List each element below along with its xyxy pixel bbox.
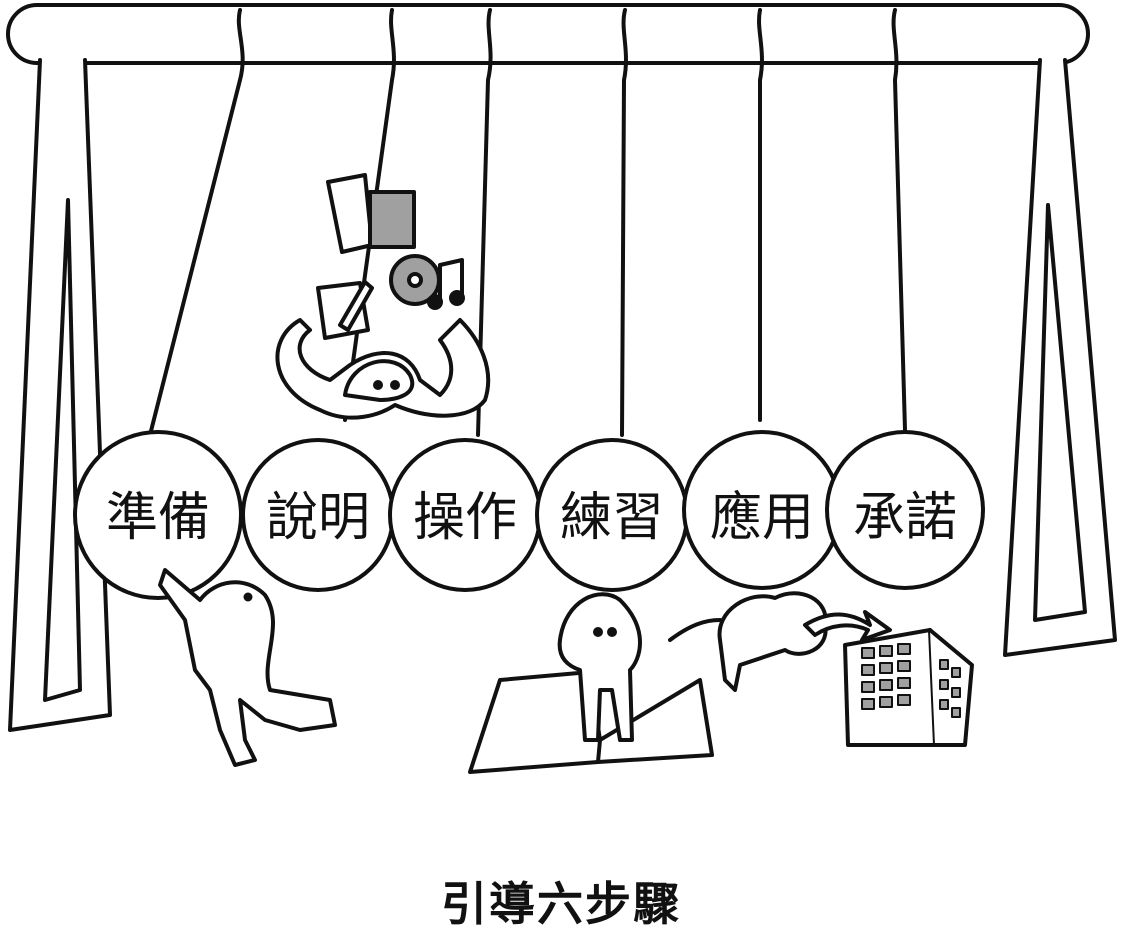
ball-6: [825, 430, 985, 590]
top-bar: [6, 3, 1090, 65]
ball-label-2: 說明: [266, 488, 370, 548]
left-frame: [8, 58, 112, 732]
pushing-figure: [158, 568, 337, 767]
diagram-caption: 引導六步驟: [441, 877, 681, 931]
reading-figure: [468, 592, 722, 774]
right-frame: [1003, 58, 1117, 657]
brain-to-building: [717, 591, 974, 747]
ball-label-6: 承諾: [853, 488, 957, 548]
ball-label-4: 練習: [560, 488, 664, 548]
ball-label-1: 準備: [106, 488, 210, 548]
figure-with-media: [275, 173, 491, 420]
ball-label-3: 操作: [413, 488, 517, 548]
balls: [73, 430, 985, 600]
ball-label-5: 應用: [710, 488, 814, 548]
strings: [148, 8, 907, 437]
